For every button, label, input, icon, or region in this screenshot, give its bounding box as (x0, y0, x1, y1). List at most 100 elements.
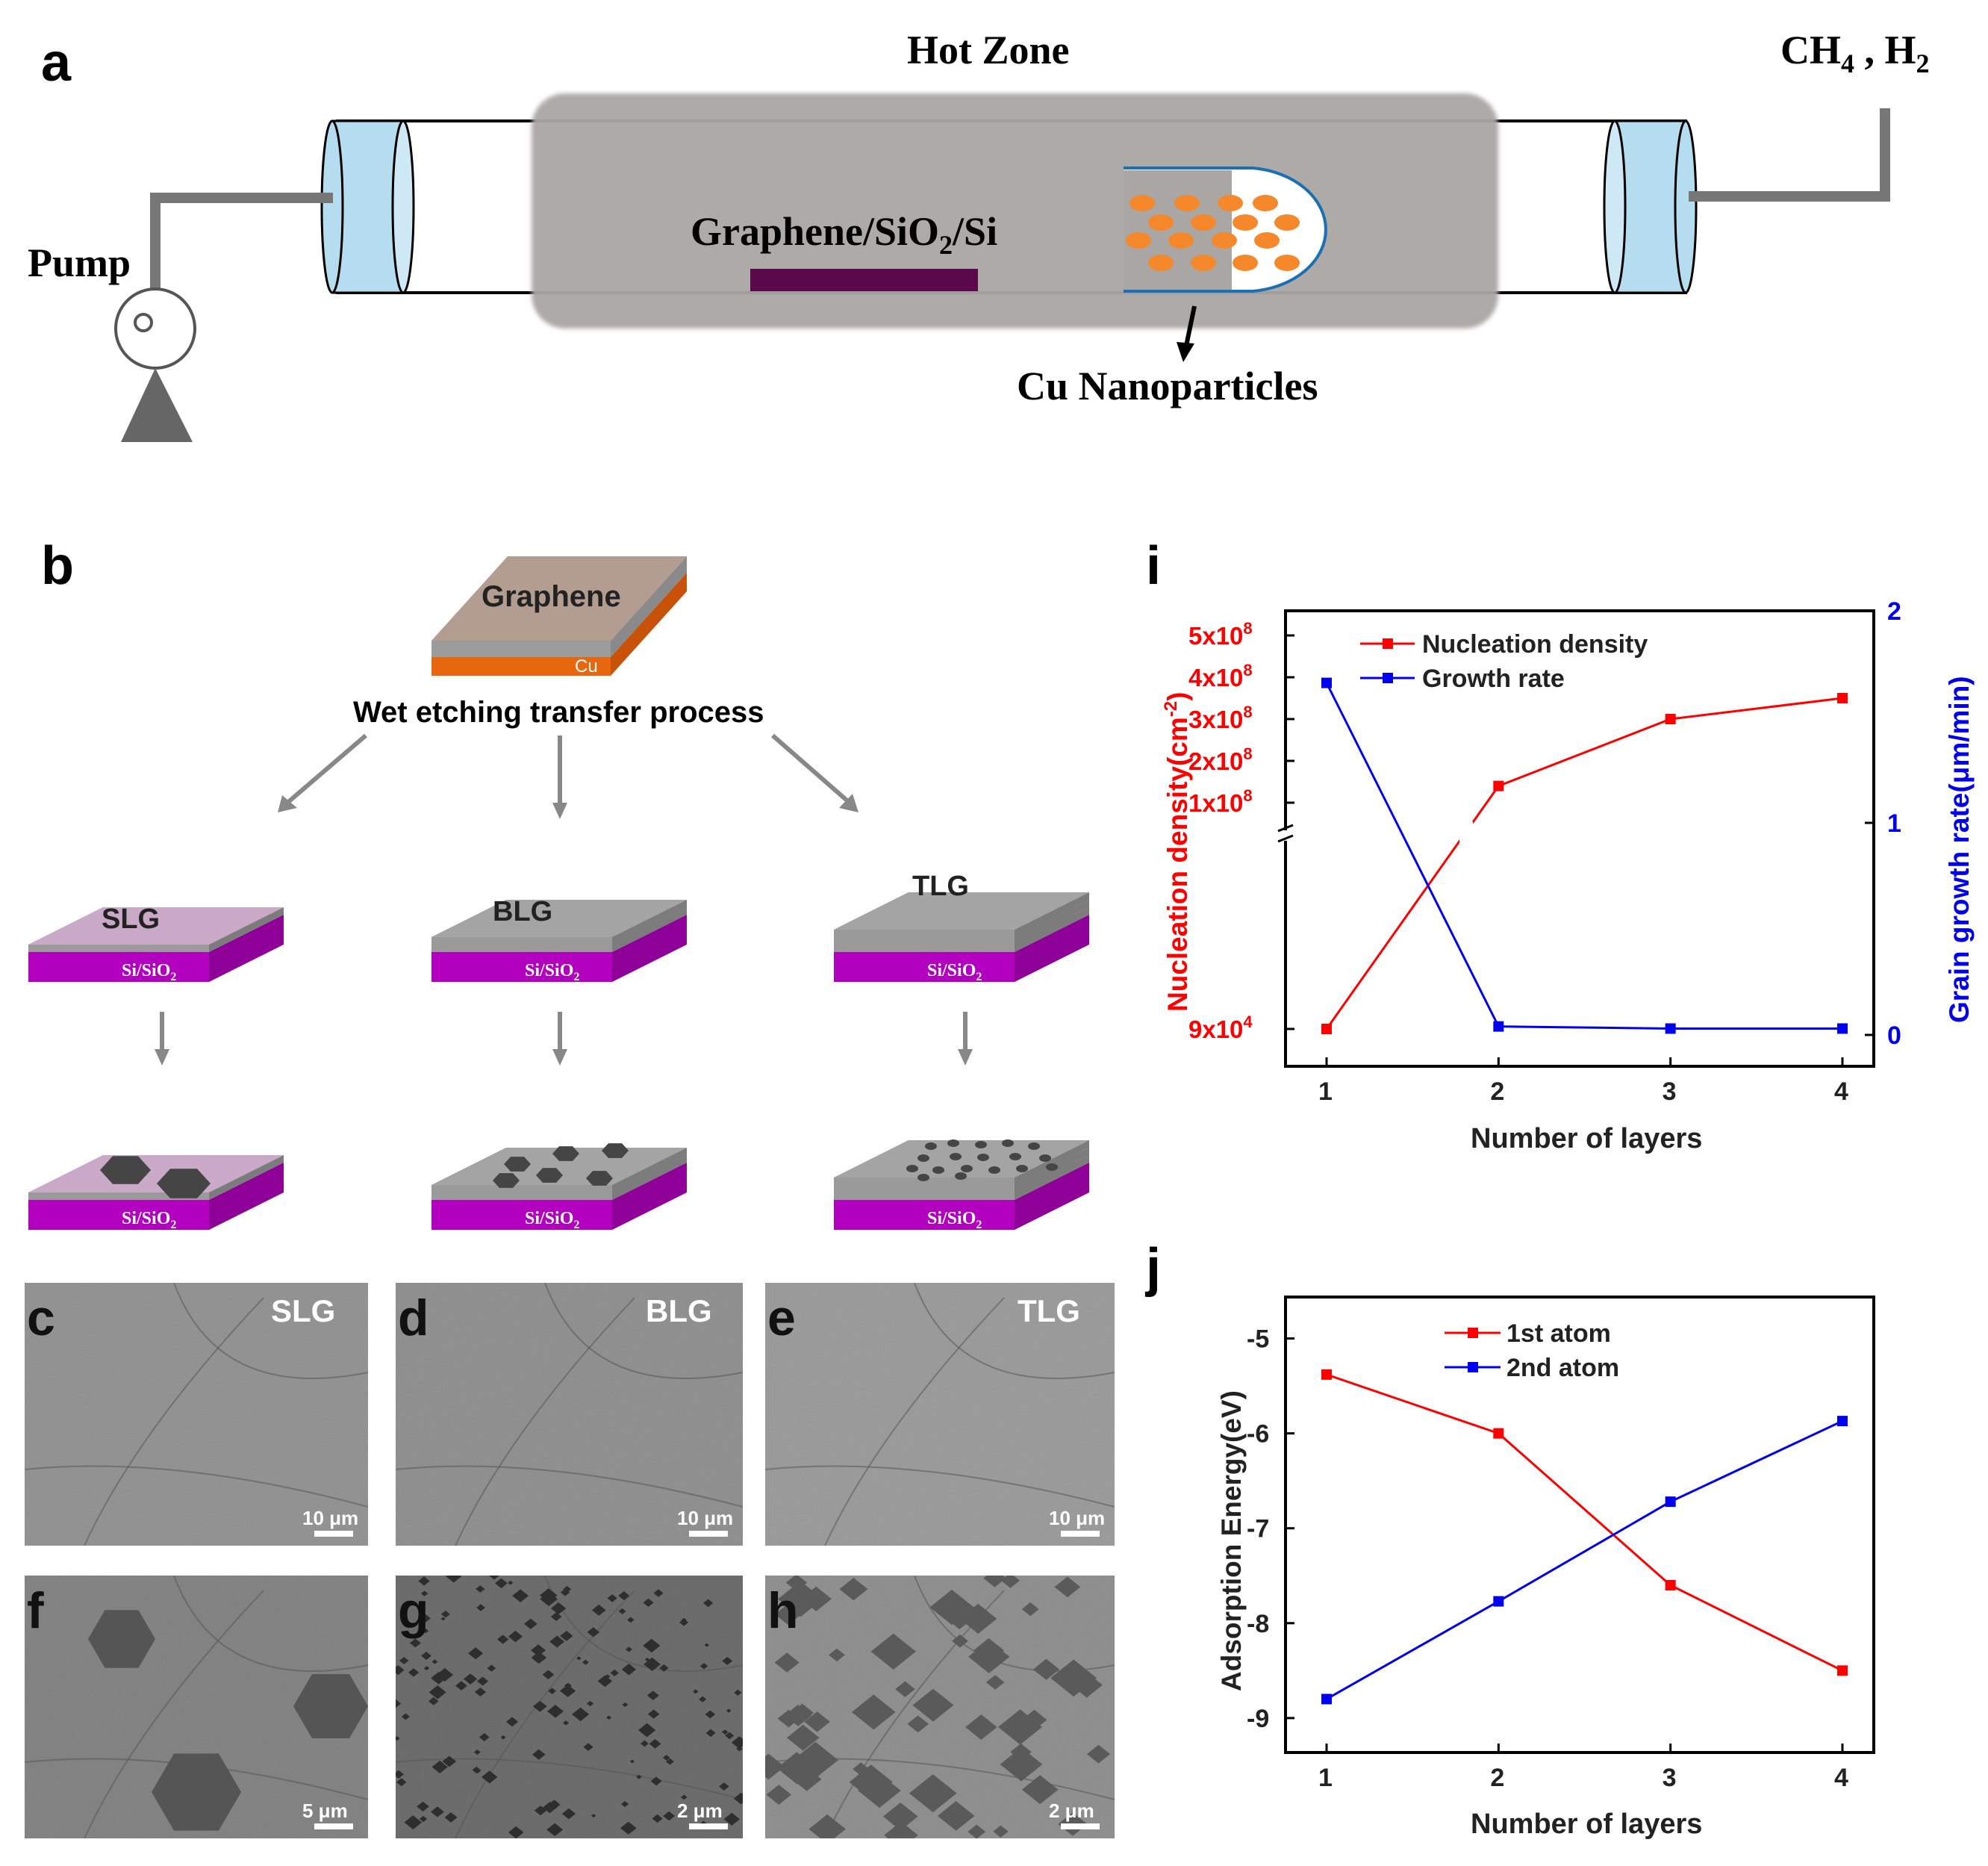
sem-domain (640, 1740, 649, 1747)
sem-domain (487, 1664, 496, 1672)
gas-inlet-label: CH4 , H2 (1780, 28, 1930, 78)
substrate-front (834, 952, 1015, 982)
legend-marker (1468, 1328, 1478, 1338)
left-tick-label: 3x108 (1188, 703, 1253, 733)
nucleus-dot (1016, 1165, 1028, 1172)
data-point (1665, 1496, 1676, 1508)
data-point (1665, 1579, 1676, 1590)
sem-domain (1032, 1658, 1060, 1680)
sem-domain (463, 1673, 478, 1685)
sem-domain (610, 1669, 619, 1677)
series-line-growth (1325, 682, 1842, 1030)
sem-domain (649, 1738, 661, 1749)
sem-domain (621, 1664, 637, 1676)
graphene-on-cu-block: Graphene Cu (431, 556, 687, 677)
sem-domain (983, 1576, 1006, 1587)
substrate-side (612, 915, 687, 982)
sem-domain (679, 1618, 689, 1626)
legend-label: Nucleation density (1422, 630, 1648, 659)
sem-domain (419, 1815, 428, 1823)
sem-domain (422, 1628, 429, 1634)
sem-panel-f: f5 μm (25, 1576, 368, 1838)
sem-domain (429, 1685, 446, 1699)
sem-image-h (765, 1576, 1115, 1838)
sem-domain (446, 1576, 462, 1583)
panel-b: b Graphene Cu Wet etching transfer proce… (28, 536, 1089, 1231)
left-tick-label-sup: 8 (1243, 619, 1252, 638)
sem-domain (455, 1681, 467, 1691)
sem-domain (476, 1676, 489, 1686)
sem-texture (25, 1283, 368, 1546)
sample-label: Graphene/SiO2/Si (691, 209, 997, 260)
sem-domain (950, 1615, 968, 1629)
y-tick-label: -9 (1247, 1705, 1269, 1733)
axis-break-mark (1277, 824, 1294, 833)
nucleus-dot (988, 1166, 1000, 1174)
pump-icon (114, 287, 196, 442)
substrate-label-main: Si/SiO (122, 1209, 170, 1228)
sem-domain (622, 1702, 629, 1708)
y-tick-label: -7 (1247, 1515, 1269, 1543)
sem-letter-c: c (27, 1290, 55, 1346)
data-point (1493, 1021, 1504, 1032)
graphene-layer-front (28, 945, 209, 952)
hex-domain (552, 1146, 579, 1161)
sem-domain (508, 1580, 514, 1585)
sem-domain (643, 1638, 661, 1653)
substrate-side (209, 915, 284, 982)
slg-top-surface (28, 1155, 284, 1192)
top-surface (431, 1148, 687, 1185)
nucleus-dot (975, 1141, 987, 1148)
sem-domain (1021, 1775, 1059, 1805)
sem-layer-label: TLG (1018, 1293, 1080, 1328)
substrate-label-sub: 2 (170, 971, 176, 983)
left-tick-label: 2x108 (1188, 744, 1253, 775)
sem-domain (653, 1589, 664, 1597)
sem-domain (951, 1634, 968, 1648)
sem-domain (839, 1578, 868, 1601)
sem-domain (587, 1700, 594, 1707)
series-line-nucleation (1325, 697, 1843, 1030)
stack-tlg-grown: Si/SiO2 (834, 1139, 1089, 1231)
sem-domain (488, 1576, 500, 1580)
substrate-front (28, 952, 209, 982)
sem-domain (650, 1776, 662, 1786)
sem-domain (396, 1699, 402, 1708)
chart-i-ylabel-left: Nucleation density(cm-2) (1161, 692, 1193, 1012)
sem-domain (508, 1630, 523, 1643)
left-tick-label: 4x108 (1188, 661, 1253, 691)
grown-domains (100, 1156, 211, 1198)
sem-domain (723, 1812, 741, 1826)
sem-domain (404, 1815, 423, 1829)
sem-domain (606, 1715, 612, 1720)
cu-nanoparticle (1254, 232, 1280, 249)
graphene-layer-side (1015, 907, 1089, 952)
x-tick-label: 3 (1663, 1764, 1677, 1792)
hex-domain (157, 1169, 211, 1198)
sem-wrinkle (455, 1590, 635, 1838)
nucleus-dot (1009, 1153, 1021, 1160)
chart-j-frame (1284, 1296, 1875, 1754)
right-tick-label: 0 (1887, 1021, 1901, 1050)
substrate-label: Si/SiO2 (122, 961, 176, 983)
cu-nanoparticle (1129, 195, 1155, 211)
cu-nanoparticle (1253, 195, 1278, 211)
graphene-layer-front (431, 1192, 612, 1200)
left-tick-label: 1x108 (1188, 786, 1253, 817)
chart-i-ylabel-right: Grain growth rate(μm/min) (1944, 676, 1975, 1023)
substrate-label: Si/SiO2 (927, 1209, 982, 1231)
left-tick-label-sup: 8 (1243, 744, 1252, 763)
sem-domain (494, 1578, 508, 1589)
hex-domain (100, 1156, 151, 1184)
sem-wrinkle (765, 1465, 1115, 1508)
sem-image-g (396, 1576, 743, 1838)
sem-domain (647, 1709, 660, 1719)
sem-domain (643, 1598, 654, 1608)
sem-image-f (25, 1576, 368, 1838)
graphene-layer-side (612, 907, 687, 952)
sem-image-d (396, 1283, 743, 1546)
sem-scale-bar (689, 1823, 728, 1829)
sem-domain (1086, 1744, 1110, 1764)
